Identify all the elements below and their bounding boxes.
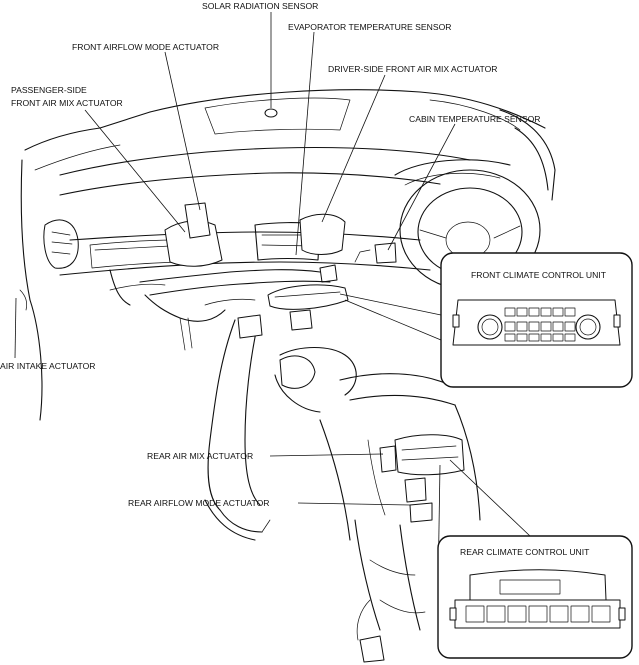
- label-air-intake-actuator: AIR INTAKE ACTUATOR: [0, 361, 96, 371]
- label-rear-airflow-mode-actuator: REAR AIRFLOW MODE ACTUATOR: [128, 498, 270, 508]
- label-passenger-side-line2: FRONT AIR MIX ACTUATOR: [11, 98, 123, 108]
- inset-front-title: FRONT CLIMATE CONTROL UNIT: [471, 270, 607, 280]
- leader-lines: [14, 12, 531, 591]
- inset-rear-climate-control-unit: REAR CLIMATE CONTROL UNIT: [437, 535, 633, 659]
- label-cabin-temperature-sensor: CABIN TEMPERATURE SENSOR: [409, 114, 540, 124]
- inset-rear-title: REAR CLIMATE CONTROL UNIT: [460, 547, 590, 557]
- solar-radiation-sensor-part: [264, 108, 278, 118]
- label-passenger-side-line1: PASSENGER-SIDE: [11, 85, 87, 95]
- label-evaporator-temperature-sensor: EVAPORATOR TEMPERATURE SENSOR: [288, 22, 451, 32]
- rear-unit-buttons: [465, 605, 611, 623]
- label-front-airflow-mode-actuator: FRONT AIRFLOW MODE ACTUATOR: [72, 42, 219, 52]
- front-unit-buttons: [504, 307, 576, 342]
- label-solar-radiation-sensor: SOLAR RADIATION SENSOR: [202, 1, 318, 11]
- dashboard-illustration: [19, 89, 556, 663]
- label-rear-air-mix-actuator: REAR AIR MIX ACTUATOR: [147, 451, 253, 461]
- callout-labels: SOLAR RADIATION SENSOR EVAPORATOR TEMPER…: [0, 1, 540, 508]
- inset-front-climate-control-unit: FRONT CLIMATE CONTROL UNIT: [440, 252, 633, 388]
- label-driver-side-front-air-mix-actuator: DRIVER-SIDE FRONT AIR MIX ACTUATOR: [328, 64, 498, 74]
